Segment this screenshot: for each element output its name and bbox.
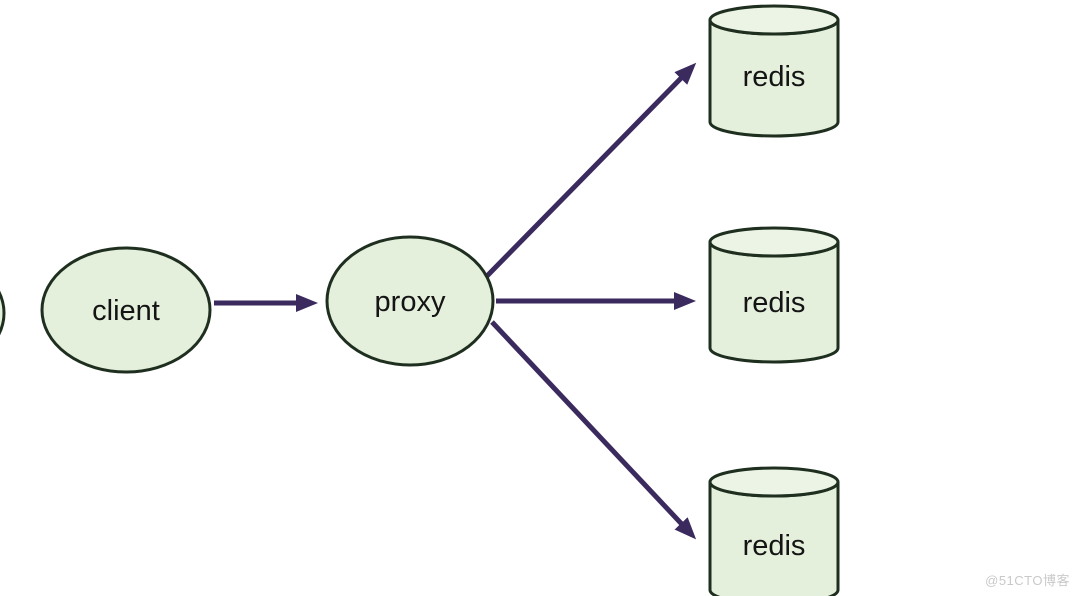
client-node: client: [40, 246, 212, 374]
client-node-label: client: [92, 295, 160, 327]
redis-middle-cylinder-lid: [708, 226, 840, 258]
edge-proxy-to-redis1: [484, 62, 697, 279]
redis-middle-label: redis: [743, 287, 806, 319]
redis-bottom-label: redis: [743, 530, 806, 562]
client-node-shape: [40, 246, 212, 374]
redis-bottom-cylinder-lid: [708, 466, 840, 498]
proxy-node-shape: [325, 235, 495, 367]
redis-top-label: redis: [743, 61, 806, 93]
redis-node-bottom: redis: [708, 466, 840, 596]
edge-proxy-to-redis3: [490, 320, 697, 540]
proxy-node-label: proxy: [375, 286, 446, 318]
watermark: @51CTO博客: [985, 573, 1070, 588]
proxy-node: proxy: [325, 235, 495, 367]
partial-node-left-edge: [0, 290, 6, 336]
redis-node-top: redis: [708, 4, 840, 138]
redis-top-cylinder-lid: [708, 4, 840, 36]
redis-node-middle: redis: [708, 226, 840, 364]
